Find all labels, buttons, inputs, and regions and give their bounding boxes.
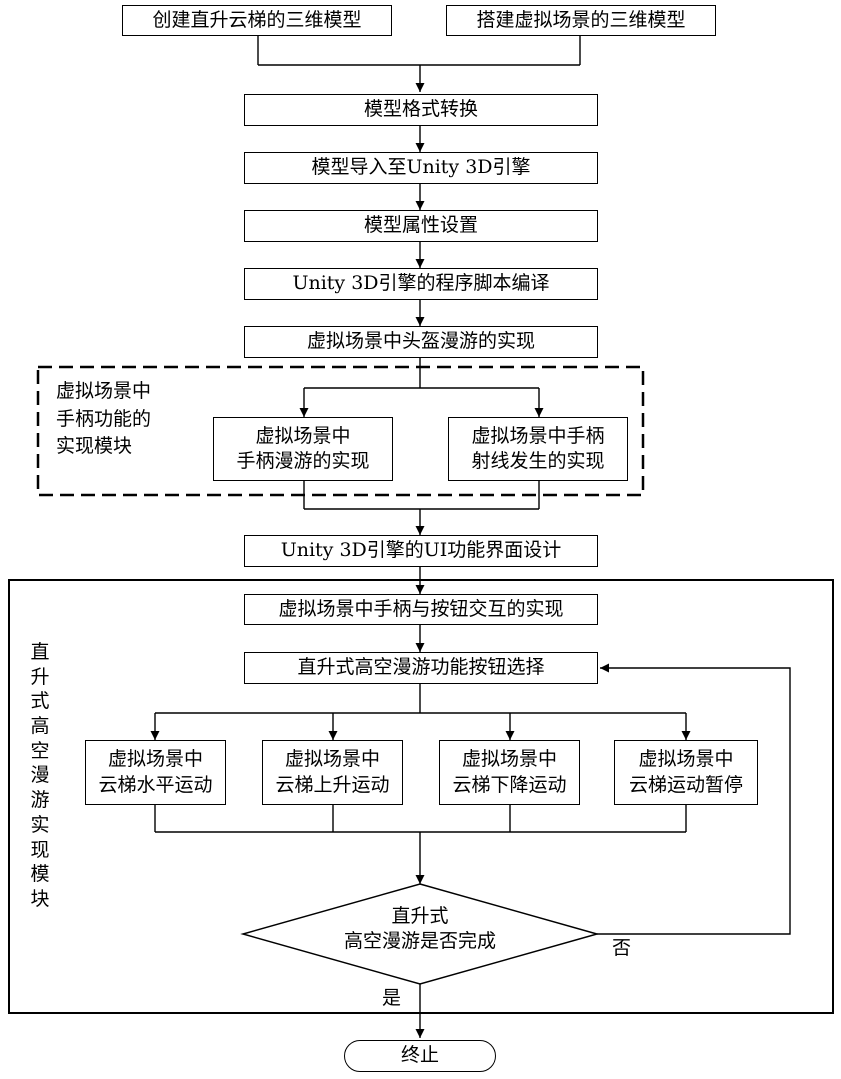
descend-motion-line-2: 云梯下降运动 xyxy=(452,773,566,798)
handle-roaming-box: 虚拟场景中 手柄漫游的实现 xyxy=(213,417,393,481)
descend-motion-line-1: 虚拟场景中 xyxy=(462,747,557,772)
handle-module-label-line-2: 手柄功能的 xyxy=(56,406,176,434)
end-terminal: 终止 xyxy=(344,1040,496,1072)
handle-roaming-line-2: 手柄漫游的实现 xyxy=(236,449,369,474)
handle-module-label-line-1: 虚拟场景中 xyxy=(56,378,176,406)
model-property-setting-box: 模型属性设置 xyxy=(244,210,598,242)
decision-text: 直升式高空漫游是否完成 xyxy=(300,904,540,953)
horizontal-motion-line-1: 虚拟场景中 xyxy=(108,747,203,772)
handle-button-interaction-box: 虚拟场景中手柄与按钮交互的实现 xyxy=(244,594,598,625)
descend-motion-box: 虚拟场景中 云梯下降运动 xyxy=(439,740,580,805)
pause-motion-line-1: 虚拟场景中 xyxy=(638,747,733,772)
ascend-motion-line-2: 云梯上升运动 xyxy=(275,773,389,798)
script-compile-box: Unity 3D引擎的程序脚本编译 xyxy=(244,268,598,300)
ascend-motion-box: 虚拟场景中 云梯上升运动 xyxy=(262,740,403,805)
create-elevator-model-box: 创建直升云梯的三维模型 xyxy=(122,5,392,36)
handle-ray-line-1: 虚拟场景中手柄 xyxy=(471,424,604,449)
yes-label: 是 xyxy=(382,986,401,1011)
handle-module-label: 虚拟场景中 手柄功能的 实现模块 xyxy=(56,378,176,461)
ascend-motion-line-1: 虚拟场景中 xyxy=(285,747,380,772)
button-select-box: 直升式高空漫游功能按钮选择 xyxy=(244,652,598,684)
model-import-box: 模型导入至Unity 3D引擎 xyxy=(244,152,598,184)
horizontal-motion-line-2: 云梯水平运动 xyxy=(98,773,212,798)
handle-module-label-line-3: 实现模块 xyxy=(56,433,176,461)
handle-roaming-line-1: 虚拟场景中 xyxy=(255,424,350,449)
horizontal-motion-box: 虚拟场景中 云梯水平运动 xyxy=(85,740,226,805)
model-format-conversion-box: 模型格式转换 xyxy=(244,94,598,126)
ui-design-box: Unity 3D引擎的UI功能界面设计 xyxy=(244,535,598,567)
handle-ray-line-2: 射线发生的实现 xyxy=(471,449,604,474)
decision-line-1: 直升式 xyxy=(391,904,448,929)
decision-line-2: 高空漫游是否完成 xyxy=(344,929,496,954)
handle-ray-box: 虚拟场景中手柄 射线发生的实现 xyxy=(448,417,628,481)
no-label: 否 xyxy=(612,936,631,961)
build-scene-model-box: 搭建虚拟场景的三维模型 xyxy=(446,5,716,36)
elevator-module-label: 直升式高空漫游实现模块 xyxy=(28,640,52,912)
pause-motion-box: 虚拟场景中 云梯运动暂停 xyxy=(614,740,758,805)
pause-motion-line-2: 云梯运动暂停 xyxy=(629,773,743,798)
helmet-roaming-box: 虚拟场景中头盔漫游的实现 xyxy=(244,326,598,358)
